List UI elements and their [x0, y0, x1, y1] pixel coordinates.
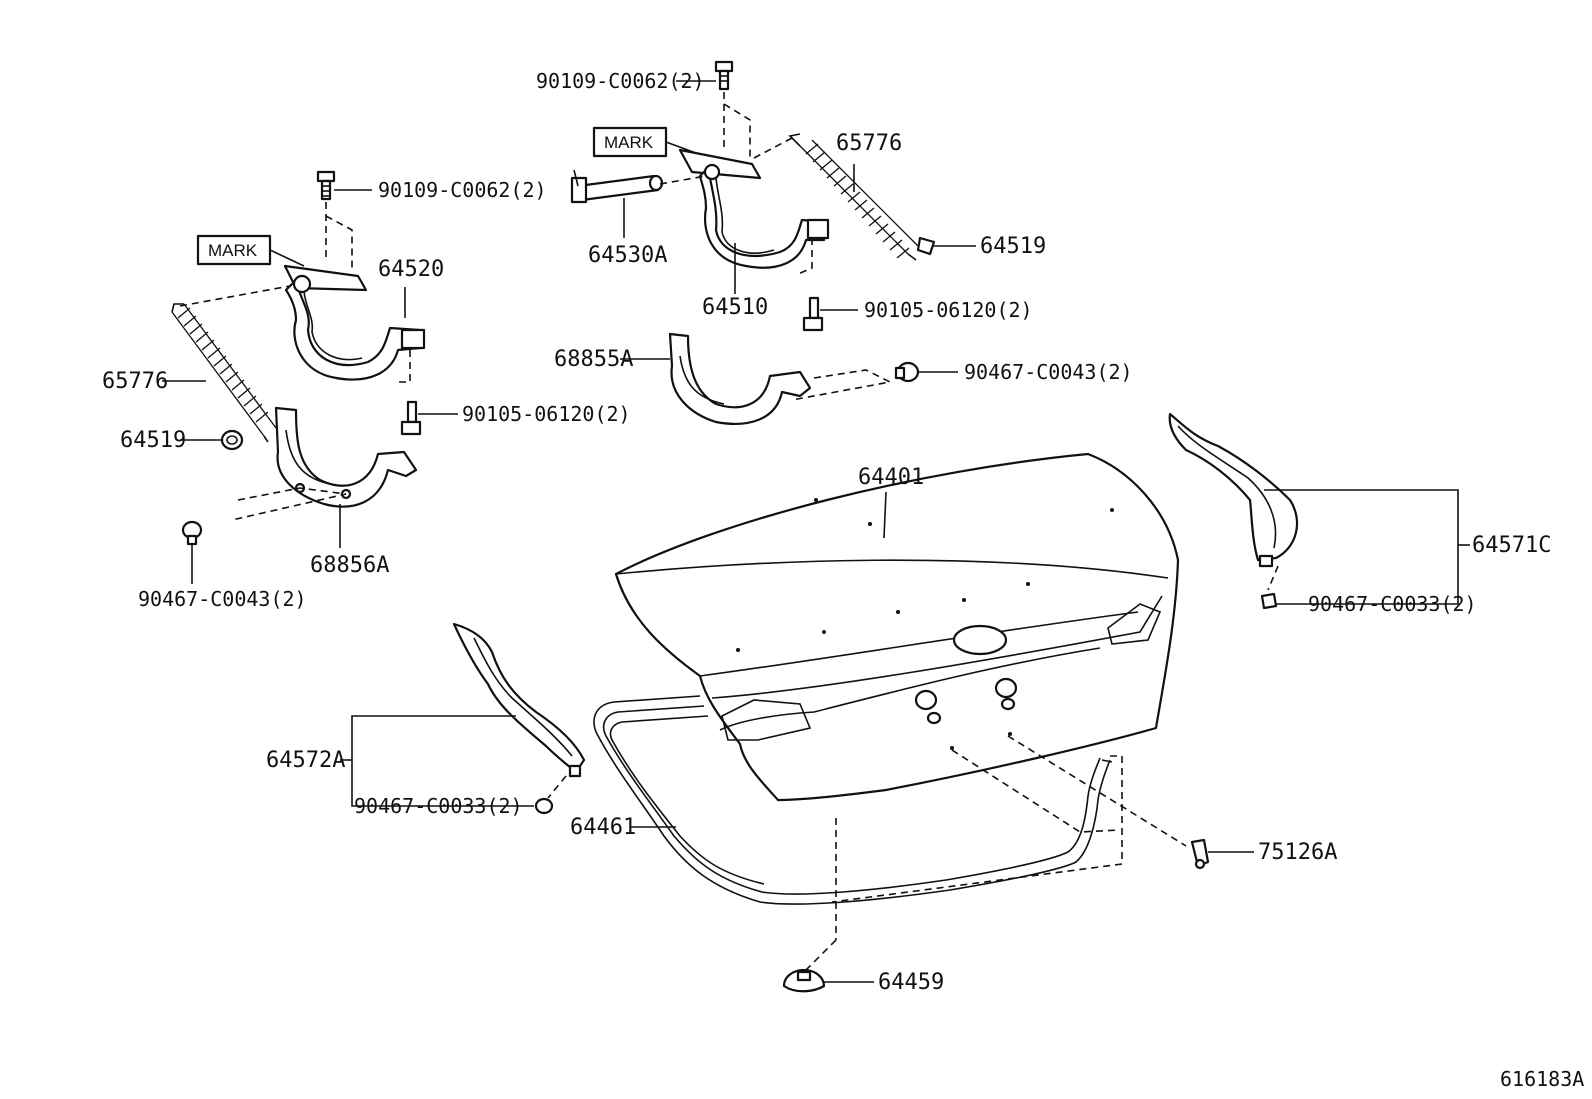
label-bracket-75126A: 75126A	[1258, 840, 1337, 865]
clip-64519-left	[220, 429, 244, 451]
label-clip-90467-C0033-right: 90467-C0033(2)	[1308, 592, 1477, 616]
bolt-90105-right	[802, 296, 824, 332]
clip-90467-C0033-left	[534, 797, 554, 815]
label-trim-64571C: 64571C	[1472, 533, 1551, 558]
label-stay-64530A: 64530A	[588, 243, 667, 268]
hinge-64520	[283, 264, 426, 381]
label-clip-90467-C0043-left: 90467-C0043(2)	[138, 587, 307, 611]
stay-64530A	[570, 169, 664, 204]
mark-box-left	[196, 234, 272, 266]
label-bolt-90109-left: 90109-C0062(2)	[378, 178, 547, 202]
label-bolt-90105-left: 90105-06120(2)	[462, 402, 631, 426]
trunk-lid-64401	[614, 452, 1180, 802]
label-clip-90467-C0033-left: 90467-C0033(2)	[354, 794, 523, 818]
cushion-64459	[782, 968, 826, 993]
mark-label-left: MARK	[208, 241, 258, 260]
label-cover-68855A: 68855A	[554, 347, 633, 372]
spring-65776-left	[171, 303, 277, 443]
label-bolt-90105-right: 90105-06120(2)	[864, 298, 1033, 322]
bolt-90105-left	[400, 400, 422, 436]
spring-65776-right	[788, 133, 921, 261]
mark-label-right: MARK	[604, 133, 654, 152]
label-clip-64519-right: 64519	[980, 234, 1046, 259]
label-lid-64401: 64401	[858, 465, 924, 490]
bolt-90109-right	[714, 60, 734, 91]
cover-68855A	[668, 332, 812, 425]
clip-90467-C0043-right	[894, 361, 920, 383]
label-weatherstrip-64461: 64461	[570, 815, 636, 840]
label-cushion-64459: 64459	[878, 970, 944, 995]
trim-64571C	[1168, 412, 1299, 568]
label-clip-64519-left: 64519	[120, 428, 186, 453]
cover-68856A	[274, 406, 418, 508]
diagram-id: 616183A	[1500, 1067, 1584, 1091]
hinge-assembly-left: 90109-C0062(2) MARK 64520 90105-06120(2)	[102, 170, 631, 611]
label-hinge-64520: 64520	[378, 257, 444, 282]
label-cover-68856A: 68856A	[310, 553, 389, 578]
hinge-64510	[678, 148, 830, 269]
hinge-assembly-right: 90109-C0062(2) MARK 64510 64530A	[536, 60, 1133, 425]
mark-box-right	[592, 126, 668, 158]
clip-64519-right	[916, 236, 936, 256]
bracket-75126A	[1190, 838, 1210, 870]
label-trim-64572A: 64572A	[266, 748, 345, 773]
clip-90467-C0033-right	[1260, 592, 1278, 610]
weatherstrip-64461	[593, 695, 1113, 905]
label-clip-90467-C0043-right: 90467-C0043(2)	[964, 360, 1133, 384]
label-bolt-90109-right: 90109-C0062(2)	[536, 69, 705, 93]
label-spring-65776-left: 65776	[102, 369, 168, 394]
trim-64572A	[452, 622, 586, 778]
bolt-90109-left	[316, 170, 336, 201]
label-hinge-64510: 64510	[702, 295, 768, 320]
clip-90467-C0043-left	[181, 520, 203, 546]
label-spring-65776-right: 65776	[836, 131, 902, 156]
